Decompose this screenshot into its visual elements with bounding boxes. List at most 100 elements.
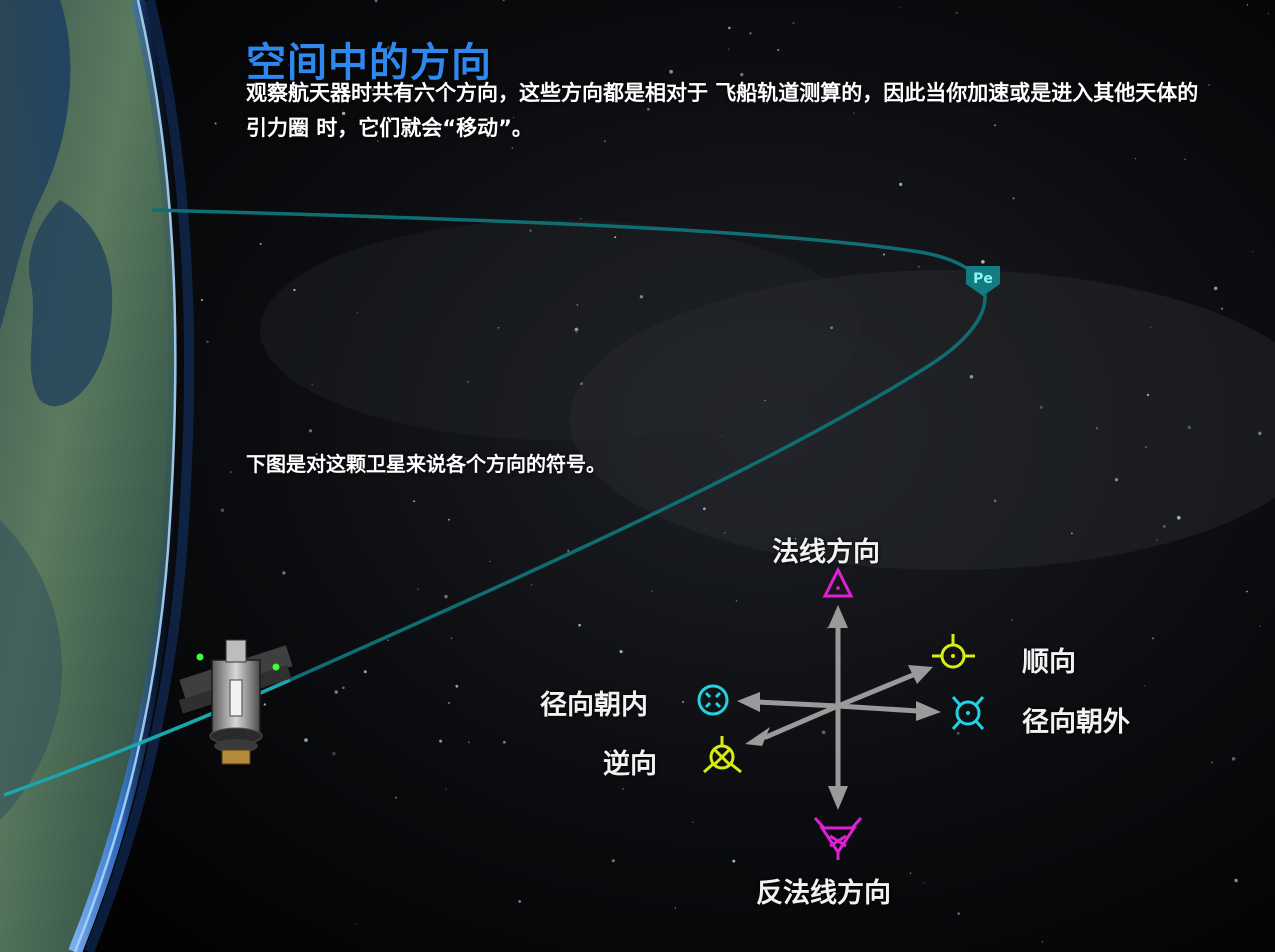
star (292, 133, 295, 136)
star (417, 588, 419, 590)
star (576, 304, 579, 306)
radial-in-icon (697, 684, 729, 716)
star (502, 740, 506, 744)
star (1208, 83, 1211, 86)
star (682, 700, 684, 703)
retrograde-label: 逆向 (603, 749, 657, 780)
star (332, 751, 336, 756)
star (468, 741, 470, 744)
star (609, 750, 612, 752)
star (882, 253, 885, 256)
prograde-label: 顺向 (1022, 647, 1076, 678)
star (1213, 286, 1218, 291)
star (777, 48, 780, 52)
star (448, 701, 451, 704)
star (1012, 197, 1015, 200)
star (647, 107, 650, 111)
star (1267, 12, 1270, 15)
star (852, 112, 855, 115)
star (650, 590, 653, 593)
star (341, 111, 346, 116)
star (445, 788, 447, 790)
nebula-haze (570, 270, 1275, 570)
star (794, 538, 797, 540)
star (956, 731, 960, 735)
direction-arrows (737, 605, 941, 810)
periapsis-label: Pe (973, 271, 993, 287)
star (220, 508, 225, 512)
star (1095, 427, 1099, 430)
star (674, 907, 677, 909)
star (1070, 532, 1073, 535)
star (334, 690, 338, 694)
satellite-vessel[interactable] (178, 639, 293, 765)
star (374, 0, 378, 3)
radial-in-arrow (755, 699, 841, 709)
star (342, 686, 345, 690)
star (611, 859, 615, 863)
star (1176, 515, 1181, 520)
star (295, 44, 298, 47)
star (371, 88, 375, 92)
star (1258, 431, 1262, 436)
radial-in-label: 径向朝内 (540, 690, 648, 721)
star (293, 288, 296, 292)
star (1145, 446, 1147, 449)
star (792, 21, 795, 24)
star (1187, 425, 1192, 430)
star (1146, 393, 1150, 397)
star (955, 11, 958, 14)
star (1259, 625, 1261, 627)
star (455, 684, 459, 688)
star (617, 711, 621, 715)
star (447, 518, 450, 521)
star (1011, 619, 1013, 621)
star (1246, 4, 1249, 6)
star (304, 738, 308, 742)
star (579, 217, 582, 220)
radial-out-label: 径向朝外 (1022, 707, 1130, 738)
star (720, 435, 722, 437)
star (282, 571, 286, 575)
periapsis-marker[interactable]: Pe (966, 266, 1000, 296)
star (1092, 708, 1096, 712)
star (578, 623, 581, 627)
star (201, 299, 203, 301)
star (575, 331, 577, 334)
antinormal-triangle-icon (813, 816, 863, 860)
star (562, 98, 566, 101)
star (512, 116, 515, 119)
star (287, 64, 290, 66)
star (229, 470, 233, 474)
star (727, 48, 730, 51)
star (603, 140, 606, 143)
star (614, 236, 617, 239)
star (957, 912, 960, 915)
prograde-icon (932, 634, 975, 669)
star (724, 532, 726, 534)
star (1041, 941, 1044, 943)
star (356, 311, 359, 314)
star (386, 639, 389, 642)
star (692, 821, 694, 824)
star (567, 549, 570, 552)
star (497, 326, 500, 329)
radial-out-icon (951, 696, 985, 730)
radial-out-arrow (835, 703, 921, 714)
star (994, 124, 996, 127)
star (1231, 757, 1236, 761)
star (444, 594, 448, 599)
star-field (201, 0, 1270, 943)
star (450, 637, 453, 640)
star (702, 507, 706, 511)
antinormal-label: 反法线方向 (756, 878, 891, 909)
star (740, 72, 744, 77)
star (918, 266, 920, 268)
star (386, 45, 391, 50)
star (1143, 685, 1145, 687)
star (369, 125, 374, 129)
star (363, 670, 367, 674)
star (1156, 539, 1158, 541)
